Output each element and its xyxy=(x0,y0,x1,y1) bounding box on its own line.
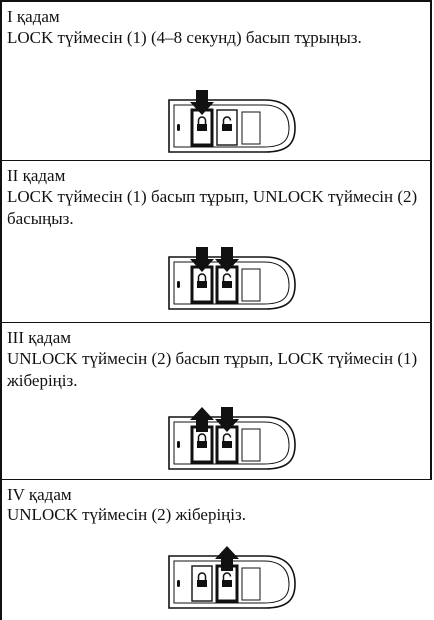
indicator-light xyxy=(177,580,180,587)
unlock-icon xyxy=(222,116,232,131)
step-instruction: LOCK түймесін (1) басып тұрып, UNLOCK тү… xyxy=(7,187,418,228)
arrow-down-icon xyxy=(215,247,239,272)
lock-icon xyxy=(197,572,207,587)
arrow-up-icon xyxy=(215,546,239,571)
indicator-light xyxy=(177,441,180,448)
step-row-2: II қадам LOCK түймесін (1) басып тұрып, … xyxy=(0,161,432,323)
key-fob-icon xyxy=(168,546,296,609)
step-title: IV қадам xyxy=(7,485,72,504)
lock-button xyxy=(190,108,214,147)
step-row-4: IV қадам UNLOCK түймесін (2) жіберіңіз. xyxy=(0,480,432,620)
key-fob-icon xyxy=(168,90,296,153)
unlock-button xyxy=(215,265,239,304)
step-row-1: I қадам LOCK түймесін (1) (4–8 секунд) б… xyxy=(0,0,432,161)
lock-button xyxy=(190,425,214,464)
arrow-down-icon xyxy=(190,247,214,272)
arrow-down-icon xyxy=(190,90,214,115)
arrow-up-icon xyxy=(190,407,214,432)
indicator-light xyxy=(177,124,180,131)
arrow-down-icon xyxy=(215,407,239,432)
step-title: III қадам xyxy=(7,328,71,347)
lock-icon xyxy=(197,273,207,288)
step-instruction: UNLOCK түймесін (2) жіберіңіз. xyxy=(7,505,246,524)
step-title: II қадам xyxy=(7,166,66,185)
key-fob-icon xyxy=(168,407,296,470)
unlock-button xyxy=(215,425,239,464)
step-title: I қадам xyxy=(7,7,60,26)
step-row-3: III қадам UNLOCK түймесін (2) басып тұры… xyxy=(0,323,432,480)
key-fob-icon xyxy=(168,247,296,310)
lock-icon xyxy=(197,116,207,131)
indicator-light xyxy=(177,281,180,288)
unlock-button xyxy=(215,564,239,603)
step-instruction: UNLOCK түймесін (2) басып тұрып, LOCK тү… xyxy=(7,349,418,390)
lock-button xyxy=(191,565,213,602)
unlock-icon xyxy=(222,572,232,587)
lock-icon xyxy=(197,433,207,448)
unlock-icon xyxy=(222,433,232,448)
step-instruction: LOCK түймесін (1) (4–8 секунд) басып тұр… xyxy=(7,28,362,47)
unlock-button xyxy=(216,109,238,146)
unlock-icon xyxy=(222,273,232,288)
lock-button xyxy=(190,265,214,304)
